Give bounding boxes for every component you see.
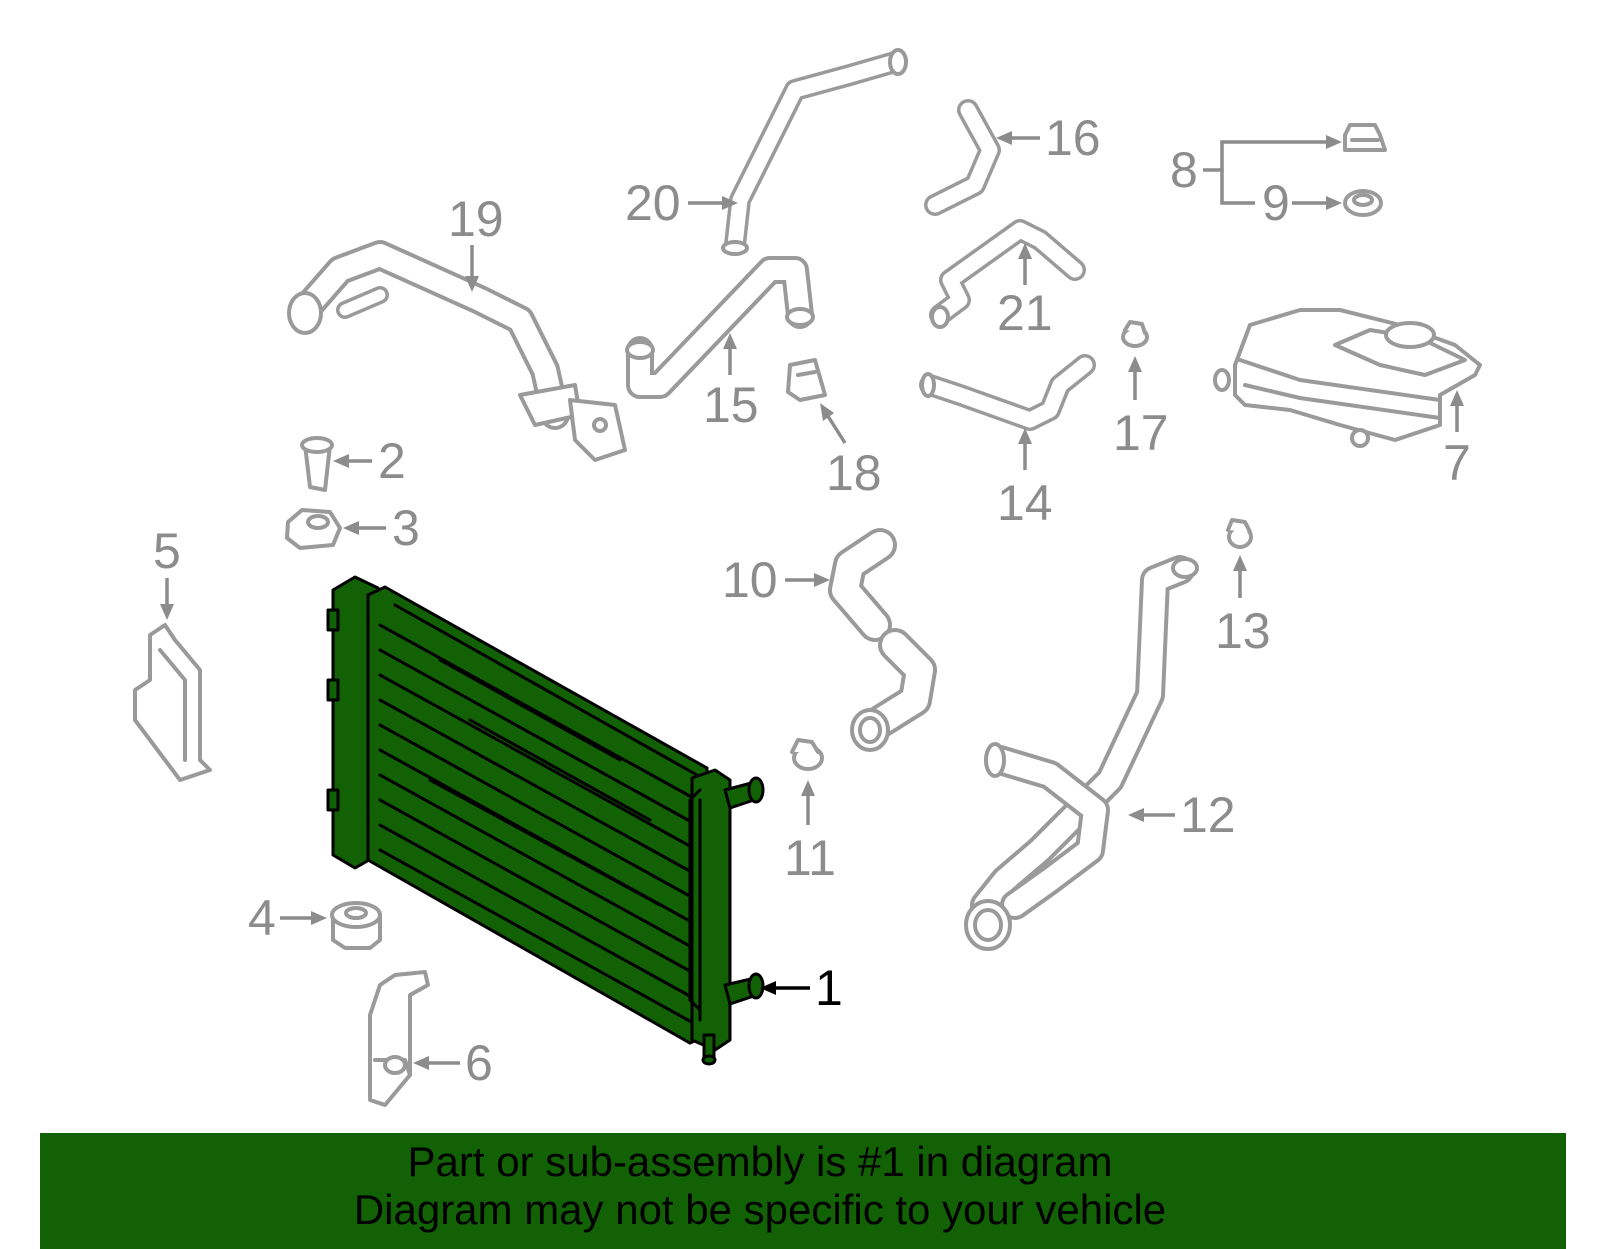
banner-line-part-info: Part or sub-assembly is #1 in diagram xyxy=(407,1138,1113,1185)
part-17-clamp[interactable] xyxy=(1121,320,1149,348)
callout-label-19: 19 xyxy=(448,191,504,247)
callout-20: 20 xyxy=(625,175,738,231)
part-6-bracket[interactable] xyxy=(368,970,430,1107)
callout-14: 14 xyxy=(997,428,1053,531)
callout-label-10: 10 xyxy=(722,552,778,608)
part-20-coolant-pipe[interactable] xyxy=(721,48,908,256)
callout-label-17: 17 xyxy=(1113,405,1169,461)
part-9-seal-ring[interactable] xyxy=(1343,189,1383,217)
callout-label-14: 14 xyxy=(997,475,1053,531)
part-7-expansion-tank[interactable] xyxy=(1213,308,1482,448)
callout-10: 10 xyxy=(722,552,830,608)
part-12-y-hose[interactable] xyxy=(964,555,1199,951)
callout-label-7: 7 xyxy=(1443,435,1471,491)
part-5-air-guide[interactable] xyxy=(133,623,212,782)
callout-2: 2 xyxy=(333,433,406,489)
callout-3: 3 xyxy=(343,500,420,556)
callout-18: 18 xyxy=(820,403,882,501)
callout-label-13: 13 xyxy=(1215,603,1271,659)
callout-8-9: 8 9 xyxy=(1170,135,1342,231)
callout-12: 12 xyxy=(1128,787,1236,843)
callout-label-2: 2 xyxy=(378,433,406,489)
callout-19: 19 xyxy=(448,191,504,292)
callout-6: 6 xyxy=(413,1035,493,1091)
part-16-small-hose[interactable] xyxy=(924,99,1001,216)
callout-15: 15 xyxy=(703,333,759,433)
callout-label-11: 11 xyxy=(784,830,836,886)
part-10-hose[interactable] xyxy=(828,528,937,752)
callout-label-1: 1 xyxy=(815,960,843,1016)
callout-label-20: 20 xyxy=(625,175,681,231)
part-19-radiator-hose[interactable] xyxy=(287,240,627,462)
part-18-clip[interactable] xyxy=(786,358,827,402)
callout-7: 7 xyxy=(1443,390,1471,491)
part-2-bushing[interactable] xyxy=(300,436,334,492)
part-15-hose[interactable] xyxy=(625,256,815,399)
callout-21: 21 xyxy=(997,243,1053,341)
part-11-clamp[interactable] xyxy=(790,738,824,771)
callout-label-15: 15 xyxy=(703,377,759,433)
part-3-mount[interactable] xyxy=(285,508,342,550)
part-8-reservoir-cap[interactable] xyxy=(1343,123,1387,152)
callout-label-18: 18 xyxy=(826,445,882,501)
banner-line-disclaimer: Diagram may not be specific to your vehi… xyxy=(353,1186,1167,1233)
callout-label-12: 12 xyxy=(1180,787,1236,843)
part-4-rubber-mount[interactable] xyxy=(330,901,382,950)
callout-16: 16 xyxy=(996,110,1101,166)
callout-label-9: 9 xyxy=(1262,175,1290,231)
callout-13: 13 xyxy=(1215,555,1271,659)
callout-11: 11 xyxy=(784,780,836,886)
callout-4: 4 xyxy=(248,890,327,946)
part-13-clamp[interactable] xyxy=(1226,518,1253,549)
part-21-bypass-hose[interactable] xyxy=(929,219,1086,329)
info-banner xyxy=(40,1133,1566,1249)
callout-label-16: 16 xyxy=(1045,110,1101,166)
callout-label-8: 8 xyxy=(1170,142,1198,198)
callout-1: 1 xyxy=(760,960,843,1016)
part-14-hose[interactable] xyxy=(919,354,1096,431)
part-1-radiator[interactable] xyxy=(326,575,765,1066)
banner-text: Part or sub-assembly is #1 in diagram Di… xyxy=(40,1138,1480,1234)
callout-label-3: 3 xyxy=(392,500,420,556)
callout-5: 5 xyxy=(153,523,181,620)
callout-label-4: 4 xyxy=(248,890,276,946)
callout-17: 17 xyxy=(1113,356,1169,461)
callout-label-21: 21 xyxy=(997,285,1053,341)
callout-label-5: 5 xyxy=(153,523,181,579)
callout-label-6: 6 xyxy=(465,1035,493,1091)
